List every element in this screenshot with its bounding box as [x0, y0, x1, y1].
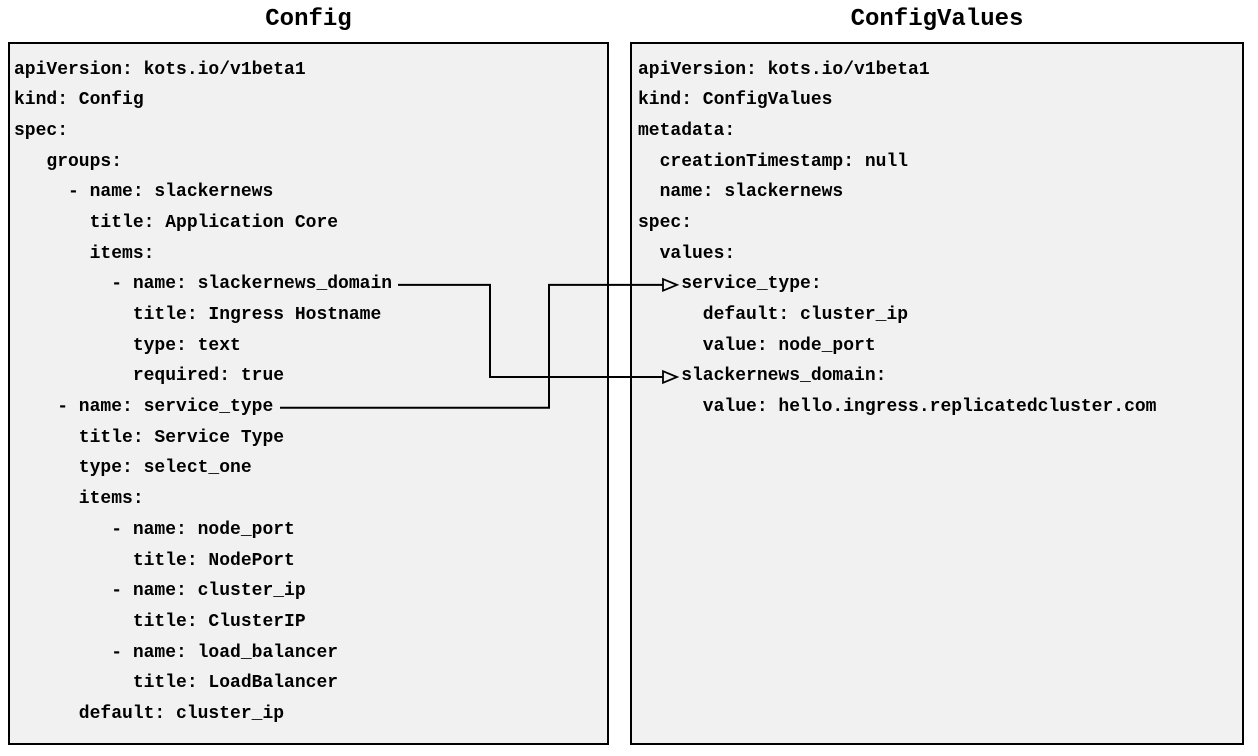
- yaml-line: title: NodePort: [14, 550, 295, 571]
- yaml-line: title: Ingress Hostname: [14, 305, 382, 325]
- yaml-line: - name: node_port: [14, 519, 295, 540]
- yaml-line: kind: ConfigValues: [638, 90, 833, 111]
- yaml-line: - name: slackernews: [14, 182, 274, 203]
- yaml-line: value: node_port: [638, 335, 876, 356]
- yaml-line: creationTimestamp: null: [638, 151, 909, 172]
- yaml-line: default: cluster_ip: [638, 305, 909, 325]
- yaml-line: - name: cluster_ip: [14, 581, 306, 602]
- yaml-line: title: Service Type: [14, 427, 285, 448]
- configvalues-panel: apiVersion: kots.io/v1beta1 kind: Config…: [630, 42, 1244, 745]
- yaml-line-service-type-value: service_type:: [638, 274, 822, 295]
- yaml-line: title: Application Core: [14, 212, 339, 233]
- yaml-line: name: slackernews: [638, 182, 844, 203]
- yaml-line-slackernews-domain-value: slackernews_domain:: [638, 366, 887, 387]
- config-panel: apiVersion: kots.io/v1beta1 kind: Config…: [8, 42, 609, 745]
- yaml-line: - name: load_balancer: [14, 642, 339, 663]
- yaml-line: title: ClusterIP: [14, 611, 306, 632]
- yaml-line: type: text: [14, 335, 241, 356]
- yaml-line: title: LoadBalancer: [14, 673, 339, 694]
- yaml-line: metadata:: [638, 120, 736, 141]
- yaml-line-service-type: - name: service_type: [14, 397, 274, 418]
- yaml-line: apiVersion: kots.io/v1beta1: [14, 59, 306, 80]
- yaml-line: default: cluster_ip: [14, 703, 285, 724]
- yaml-line: apiVersion: kots.io/v1beta1: [638, 59, 930, 80]
- yaml-line: values:: [638, 243, 736, 264]
- yaml-line: type: select_one: [14, 458, 252, 479]
- yaml-line: kind: Config: [14, 90, 144, 111]
- yaml-line: required: true: [14, 366, 285, 387]
- yaml-line: spec:: [14, 120, 69, 141]
- yaml-line: spec:: [638, 212, 693, 233]
- yaml-line-slackernews-domain: - name: slackernews_domain: [14, 274, 393, 295]
- yaml-line: value: hello.ingress.replicatedcluster.c…: [638, 397, 1157, 418]
- yaml-line: items:: [14, 243, 155, 264]
- config-panel-title: Config: [265, 6, 352, 33]
- yaml-line: groups:: [14, 151, 123, 172]
- yaml-line: items:: [14, 489, 144, 510]
- configvalues-panel-title: ConfigValues: [850, 6, 1024, 33]
